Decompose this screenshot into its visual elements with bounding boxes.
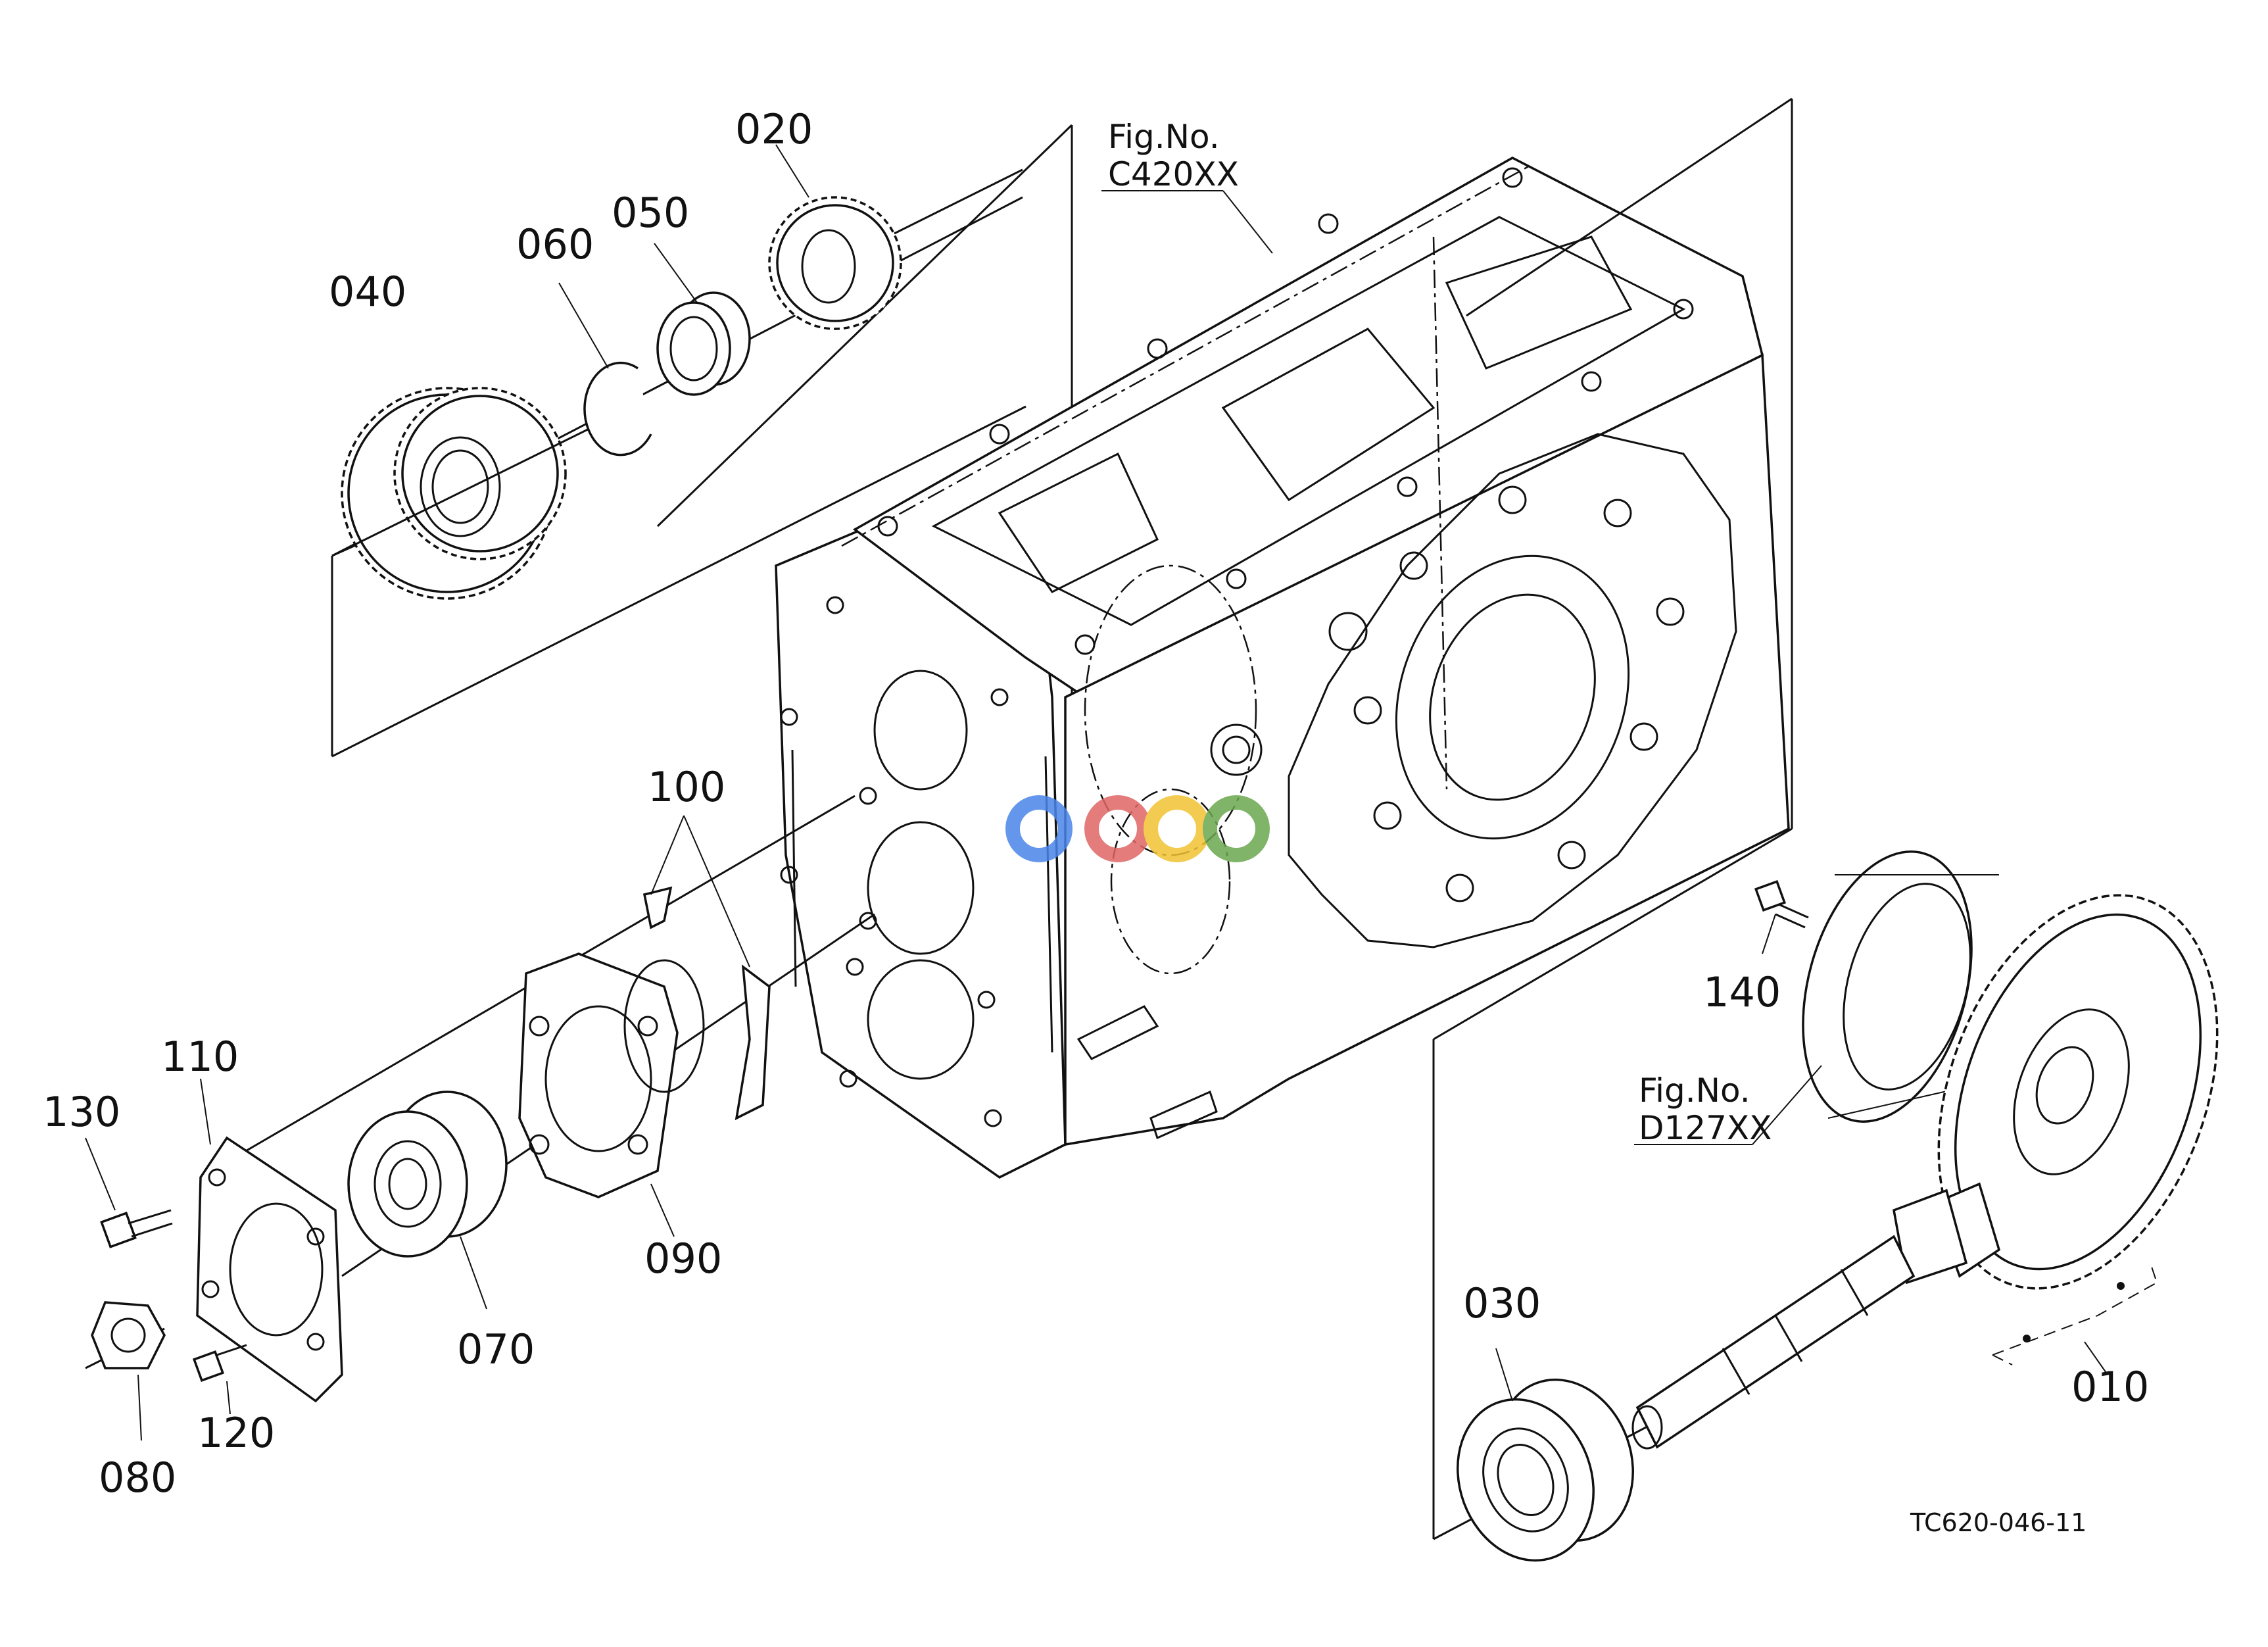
fig-c420-leader	[1222, 190, 1273, 254]
bearing-030	[1457, 1348, 1634, 1562]
label-120: 120	[197, 1409, 275, 1457]
ref-bracket-010	[1992, 1262, 2158, 1375]
fig-ref-right-line2: D127XX	[1639, 1109, 1772, 1147]
label-140: 140	[1703, 968, 1781, 1016]
label-080: 080	[99, 1454, 176, 1502]
drawing-code: TC620-046-11	[1910, 1508, 2087, 1537]
bolt-140	[1754, 879, 1809, 954]
label-100: 100	[648, 763, 725, 811]
gear-020	[768, 144, 1023, 330]
shim-100	[642, 815, 771, 1121]
differential-flange	[1802, 850, 1999, 1123]
label-010: 010	[2071, 1363, 2149, 1411]
pinion-shaft-010	[1631, 1182, 2001, 1450]
fig-d127-leader	[1752, 1065, 1822, 1145]
label-070: 070	[457, 1325, 535, 1373]
bevel-gear-010	[1937, 894, 2219, 1290]
label-060: 060	[516, 220, 594, 268]
housing-090	[518, 952, 705, 1237]
label-040: 040	[329, 268, 406, 316]
rear-flange	[1288, 433, 1737, 948]
fig-ref-right-line1: Fig.No.	[1639, 1071, 1750, 1110]
label-130: 130	[43, 1088, 120, 1136]
label-110: 110	[161, 1033, 239, 1081]
label-090: 090	[644, 1235, 722, 1283]
watermark	[1005, 795, 1270, 862]
transmission-case	[775, 157, 1790, 1179]
label-020: 020	[735, 105, 813, 153]
left-face-bores	[780, 596, 1009, 1127]
top-rim-holes	[877, 167, 1694, 655]
bolt-120	[192, 1344, 247, 1415]
fig-ref-top-line2: C420XX	[1108, 155, 1239, 193]
snap-ring-060	[558, 282, 652, 456]
bolt-130	[85, 1137, 173, 1248]
cover-110	[196, 1078, 343, 1403]
label-030: 030	[1463, 1279, 1541, 1327]
label-050: 050	[612, 189, 689, 237]
bearing-070	[347, 1091, 508, 1310]
collar-050	[654, 243, 751, 396]
nut-080	[91, 1301, 166, 1441]
fig-ref-top-line1: Fig.No.	[1108, 118, 1220, 156]
gear-040	[331, 387, 606, 600]
